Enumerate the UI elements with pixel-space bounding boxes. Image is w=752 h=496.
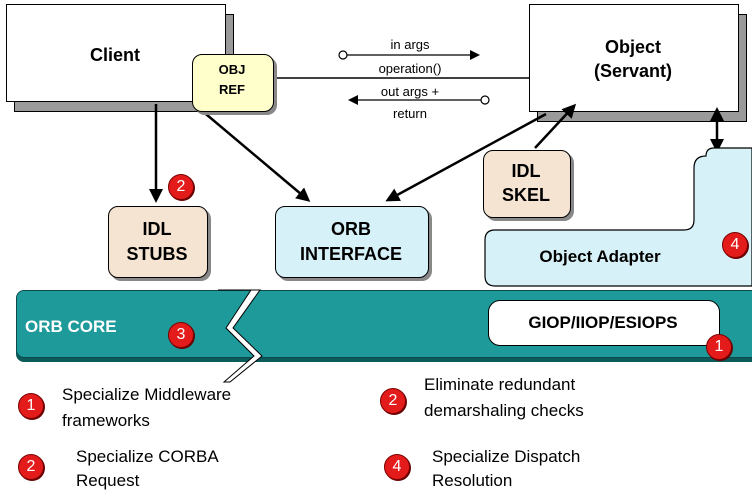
legend-badge-2a: 2: [380, 388, 406, 414]
legend-badge-1: 1: [18, 393, 44, 419]
obj-ref-box[interactable]: [192, 54, 274, 112]
legend-text-2a-1: Eliminate redundant: [424, 375, 576, 394]
object-adapter-label: Object Adapter: [539, 247, 661, 266]
object-servant-box[interactable]: [529, 4, 739, 112]
orb-core-label: ORB CORE: [25, 317, 117, 336]
client-box[interactable]: [6, 4, 226, 102]
badge-orb-core: 3: [168, 322, 194, 348]
idl-stubs-line2: STUBS: [126, 244, 188, 264]
legend-text-4-2: Resolution: [432, 471, 513, 490]
obj-ref-label-line2: REF: [219, 82, 245, 97]
legend-text-1a: Specialize Middleware: [62, 385, 232, 404]
object-label-line2: (Servant): [593, 61, 673, 81]
badge-object-adapter: 4: [722, 232, 748, 258]
idl-skel-box[interactable]: [483, 150, 571, 218]
giop-box[interactable]: [488, 300, 720, 346]
legend-badge-2b: 2: [18, 454, 44, 480]
legend-badge-4: 4: [384, 454, 410, 480]
object-label-line1: Object: [604, 37, 661, 57]
idl-skel-line1: IDL: [511, 161, 541, 181]
orb-interface-line2: INTERFACE: [299, 244, 402, 264]
obj-ref-label-line1: OBJ: [218, 62, 246, 77]
client-label: Client: [89, 45, 140, 65]
giop-label: GIOP/IIOP/ESIOPS: [528, 313, 678, 332]
idl-stubs-box[interactable]: [108, 206, 208, 278]
legend-text-1b: frameworks: [62, 411, 150, 430]
out-args-label: out args +: [380, 84, 440, 99]
in-args-label: in args: [390, 37, 430, 52]
legend-text-2b-2: Request: [76, 471, 140, 490]
legend-text-2b-1: Specialize CORBA: [76, 447, 219, 466]
operation-label: operation(): [378, 61, 442, 76]
orb-interface-line1: ORB: [331, 219, 371, 239]
idl-skel-line2: SKEL: [501, 185, 550, 205]
orb-interface-box[interactable]: [275, 206, 429, 278]
badge-stubs: 2: [168, 174, 194, 200]
return-label: return: [393, 106, 427, 121]
legend-text-2a-2: demarshaling checks: [424, 401, 584, 420]
idl-stubs-line1: IDL: [142, 219, 172, 239]
badge-giop: 1: [706, 334, 732, 360]
legend-text-4-1: Specialize Dispatch: [432, 447, 581, 466]
